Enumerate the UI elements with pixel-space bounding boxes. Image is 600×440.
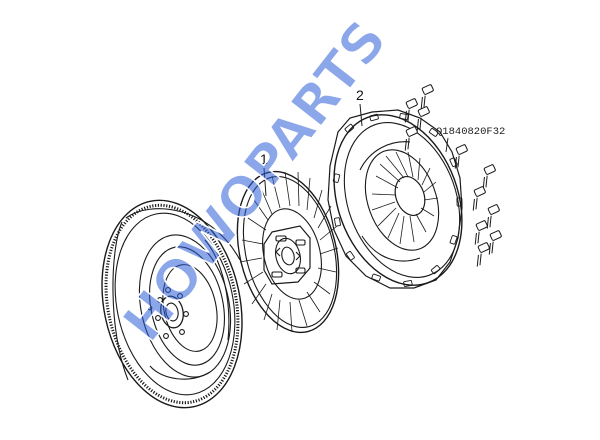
clutch-disc [236,170,340,334]
callout-1: 1 [260,151,268,197]
part-number-callout: Q1840820F32 [436,126,505,153]
callout-2: 2 [356,87,364,127]
flywheel [101,199,243,409]
pressure-plate [327,109,463,289]
watermark-text: HOWOPARTS [111,9,399,353]
part-number-label: Q1840820F32 [436,126,505,138]
callout-2-label: 2 [356,87,364,103]
callout-1-label: 1 [260,151,268,167]
mounting-bolts [404,84,502,267]
